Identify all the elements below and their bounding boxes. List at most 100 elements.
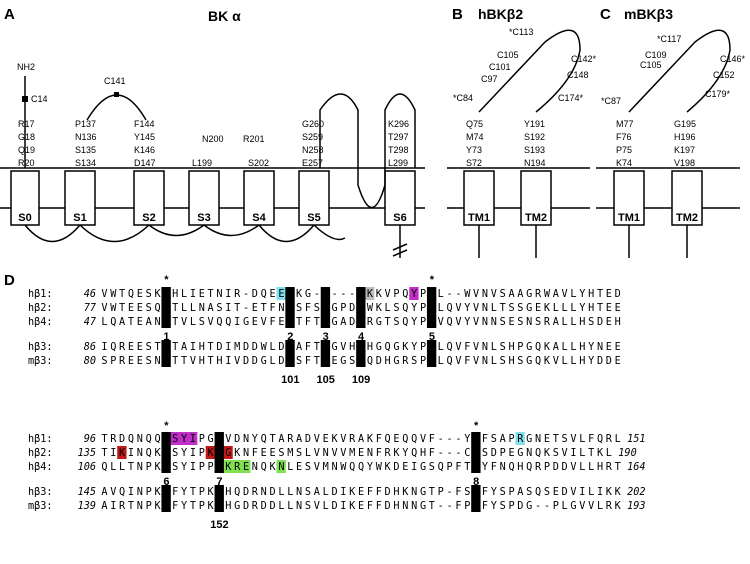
block2-residue: Q [402,434,408,445]
block1-residue: - [447,289,453,300]
block1-residue: R [402,356,409,367]
block1-residue: P [420,303,426,314]
segment-s6: S6 [393,212,406,224]
block1-residue: L [438,289,444,300]
block2-residue: C [473,487,479,498]
block2-residue: A [500,434,506,445]
loop-s5-tail [313,224,346,241]
block2-residue: D [385,501,391,512]
block1-residue: G [331,303,337,314]
block2-residue: Q [535,487,541,498]
block1-residue: C [358,356,364,367]
block2-residue: N [367,448,373,459]
block1-residue: D [278,356,284,367]
block1-cys-number: 3 [323,331,329,343]
block2-residue: V [110,487,116,498]
block2-residue: Q [526,462,532,473]
block2-residue: L [615,434,621,445]
block2-residue: E [358,448,364,459]
block2-residue: C [473,434,479,445]
block2-residue: S [526,487,532,498]
panel-a: A BK α S0 S1 S2 S3 S4 S5 S6 [0,6,425,258]
block2-residue: F [367,487,373,498]
hb2-s192: S192 [524,132,545,142]
block2-residue: G [234,501,240,512]
block1-residue: G [526,356,532,367]
block1-cys-number: 5 [429,331,435,343]
block2-residue: E [261,448,267,459]
block2-residue: P [500,448,506,459]
mb3-c109: C109 [645,50,667,60]
label-c141: C141 [104,76,126,86]
block2-residue: P [553,501,559,512]
block2-residue: K [349,501,356,512]
block1-conserved-cys-top [161,287,171,328]
block2-residue: H [225,487,231,498]
block1-residue: E [137,303,143,314]
block1-residue: Q [535,356,541,367]
block2-residue: Q [358,462,364,473]
block1-residue: T [314,342,320,353]
block1-residue: S [146,303,152,314]
label-g18: G18 [18,132,35,142]
block2-residue: Q [535,448,541,459]
block1-residue: N [491,317,497,328]
block2-residue: P [208,462,214,473]
block2-residue: Y [473,448,479,459]
block1-residue: V [340,342,346,353]
block1-residue: I [234,317,240,328]
block1-residue: Q [402,317,408,328]
block1-residue: L [570,356,576,367]
block1-residue: E [252,303,258,314]
block2-residue: I [110,501,116,512]
block1-residue: V [438,317,444,328]
block2-conserved-cys-top [214,432,224,473]
block2-residue: I [597,487,603,498]
block2-residue: T [101,448,107,459]
block1-seq-start: 86 [84,342,96,353]
block2-residue: A [296,434,302,445]
block2-residue: I [190,448,196,459]
block2-residue: N [323,448,329,459]
block1-residue: Q [535,342,541,353]
block2-residue: R [606,501,613,512]
block1-residue: E [535,303,541,314]
block2-residue: C [216,462,222,473]
block2-residue: E [393,434,399,445]
block1-residue: T [172,303,178,314]
block2-residue: S [216,434,222,445]
block1-residue: D [597,317,603,328]
block2-residue: F [172,501,178,512]
block2-residue: S [296,448,302,459]
block2-residue: E [544,434,550,445]
block2-residue: R [252,487,259,498]
block1-residue: Q [225,317,231,328]
block2-residue: F [429,448,435,459]
block1-residue: C [429,356,435,367]
block2-residue: - [438,448,444,459]
block2-residue: C [163,501,169,512]
block2-residue: C [163,487,169,498]
block2-residue: D [270,501,276,512]
block1-seq-start: 46 [84,289,96,300]
block1-residue: P [393,289,399,300]
block1-residue: S [314,303,320,314]
block1-residue: L [562,317,568,328]
block1-conserved-cys-top [426,287,437,328]
block1-residue: Q [447,303,453,314]
block2-residue: P [447,462,453,473]
block2-conserved-cys-top [161,432,171,473]
block2-residue: K [234,448,241,459]
block2-residue: G [517,448,523,459]
block2-residue: S [553,448,559,459]
block1-residue: L [181,289,187,300]
block1-residue: S [500,342,506,353]
block2-seq-end: 164 [627,462,645,473]
block2-residue: K [154,501,161,512]
block2-residue: T [429,487,435,498]
block1-residue: H [216,356,222,367]
block1-residue: D [216,342,222,353]
block2-residue: Q [154,434,160,445]
pore-loop [319,93,416,208]
block1-residue: V [208,317,214,328]
